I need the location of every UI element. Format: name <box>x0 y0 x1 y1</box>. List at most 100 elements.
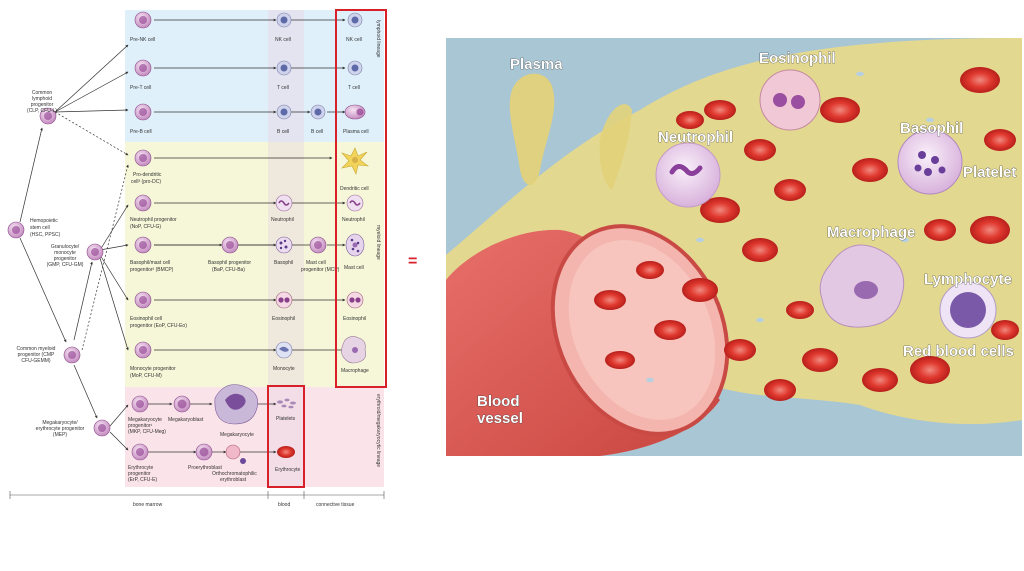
dendritic-label: Dendritic cell <box>340 186 369 192</box>
mep-line-2: erythrocyte progenitor <box>36 426 85 432</box>
cell-mast: Mast cell <box>344 233 365 271</box>
plasma-droplet <box>509 73 555 185</box>
cell-mop: Monocyte progenitor(MoP, CFU-M) <box>130 341 176 379</box>
cell-nop: Neutrophil progenitor(NoP, CFU-G) <box>130 194 177 230</box>
clp-line-3: progenitor <box>31 102 54 108</box>
lymphocyte-label: Lymphocyte <box>924 271 1012 288</box>
macrophage-label: Macrophage <box>827 224 915 241</box>
blood-label: blood <box>278 502 290 508</box>
tissue-axis <box>9 491 385 499</box>
svg-text:Megakaryocyte/erythrocyte prog: Megakaryocyte/erythrocyte progenitor(MEP… <box>36 420 85 438</box>
hsc-line-1: Hemopoietic <box>30 218 58 224</box>
connective-tissue-label: connective tissue <box>316 502 355 508</box>
svg-text:Basophil progenitor(BaP, CFU-B: Basophil progenitor(BaP, CFU-Ba) <box>208 260 251 273</box>
mop-line-1: Monocyte progenitor <box>130 366 176 372</box>
cell-monocyte: Monocyte <box>273 341 295 372</box>
cell-megakaryoblast: Megakaryoblast <box>168 395 204 423</box>
mkp-line-1: Megakaryocyte <box>128 417 162 423</box>
platelet-cells <box>646 71 934 383</box>
plasma-cell-label: Plasma cell <box>343 129 369 135</box>
cell-nk-mid: NK cell <box>275 12 292 43</box>
nk-mid-label: NK cell <box>275 37 291 43</box>
blood-illustration: Plasma Eosinophil Neutrophil Basophil Pl… <box>446 38 1022 456</box>
platelet-label: Platelet <box>963 164 1016 181</box>
lymphocyte-cell <box>939 281 997 339</box>
cell-pre-nk: Pre-NK cell <box>130 11 155 43</box>
clp-line-1: Common <box>32 90 53 96</box>
mep-line-1: Megakaryocyte/ <box>42 420 78 426</box>
pre-nk-label: Pre-NK cell <box>130 37 155 43</box>
cell-plasma: Plasma cell <box>343 104 369 135</box>
cell-nk-end: NK cell <box>346 12 363 43</box>
eop-line-2: progenitor (EoP, CFU-Eo) <box>130 323 187 329</box>
eosinophil-cell <box>759 69 821 131</box>
cell-bap: Basophil progenitor(BaP, CFU-Ba) <box>208 236 251 273</box>
cell-neutrophil-end: Neutrophil <box>342 194 365 223</box>
bmcp-line-1: Basophil/mast cell <box>130 260 170 266</box>
erythrocyte-label: Erythrocyte <box>275 467 301 473</box>
nk-end-label: NK cell <box>346 37 362 43</box>
nop-line-1: Neutrophil progenitor <box>130 217 177 223</box>
bap-line-1: Basophil progenitor <box>208 260 251 266</box>
cell-neutrophil-mid: Neutrophil <box>271 194 294 223</box>
cell-basophil: Basophil <box>274 236 293 266</box>
cell-b-mid: B cell <box>276 104 292 135</box>
basophil-cell <box>897 129 963 195</box>
cell-pre-b: Pre-B cell <box>130 103 152 135</box>
cell-macrophage: Macrophage <box>341 336 369 374</box>
gmp-line-4: (GMP, CFU-GM) <box>47 262 84 268</box>
cell-platelets: Platelets <box>276 398 296 422</box>
svg-text:Neutrophil progenitor(NoP, CFU: Neutrophil progenitor(NoP, CFU-G) <box>130 217 177 230</box>
eosinophil-mid-label: Eosinophil <box>272 316 295 322</box>
gmp-line-2: monocyte <box>54 250 76 256</box>
hsc-line-3: (HSC, PPSC) <box>30 232 61 238</box>
bap-line-2: (BaP, CFU-Ba) <box>212 267 245 273</box>
mkp-line-2: progenitor¹ <box>128 423 153 429</box>
red-blood-cells-label: Red blood cells <box>903 343 1014 360</box>
cmp-line-3: CFU-GEMM) <box>21 358 50 364</box>
plasma-label: Plasma <box>510 56 563 73</box>
mast-label: Mast cell <box>344 265 364 271</box>
hsc-line-2: stem cell <box>30 225 50 231</box>
erp-line-2: progenitor <box>128 471 151 477</box>
plasma-drip <box>599 104 632 190</box>
cell-t-end: T cell <box>347 60 363 91</box>
cell-dendritic: Dendritic cell <box>340 147 370 192</box>
cell-t-mid: T cell <box>276 60 292 91</box>
ortho-line-2: erythroblast <box>220 477 247 483</box>
macrophage-cell <box>819 244 905 328</box>
cell-pre-t: Pre-T cell <box>130 59 151 91</box>
eosinophil-label: Eosinophil <box>759 50 836 67</box>
ortho-line-1: Orthochromatophilic <box>212 471 257 477</box>
cell-eosinophil-mid: Eosinophil <box>272 291 295 322</box>
highlight-blood-cells <box>267 385 305 488</box>
gmp-line-1: Granulocyte/ <box>51 244 80 250</box>
platelets-label: Platelets <box>276 416 296 422</box>
monocyte-label: Monocyte <box>273 366 295 372</box>
pdc-line-2: cell³ (pro-DC) <box>131 179 161 185</box>
hematopoiesis-diagram: lymphoid lineage myeloid lineage erythro… <box>7 9 387 508</box>
neutrophil-end-label: Neutrophil <box>342 217 365 223</box>
t-end-label: T cell <box>348 85 360 91</box>
pre-t-label: Pre-T cell <box>130 85 151 91</box>
cmp-line-1: Common myeloid <box>17 346 56 352</box>
